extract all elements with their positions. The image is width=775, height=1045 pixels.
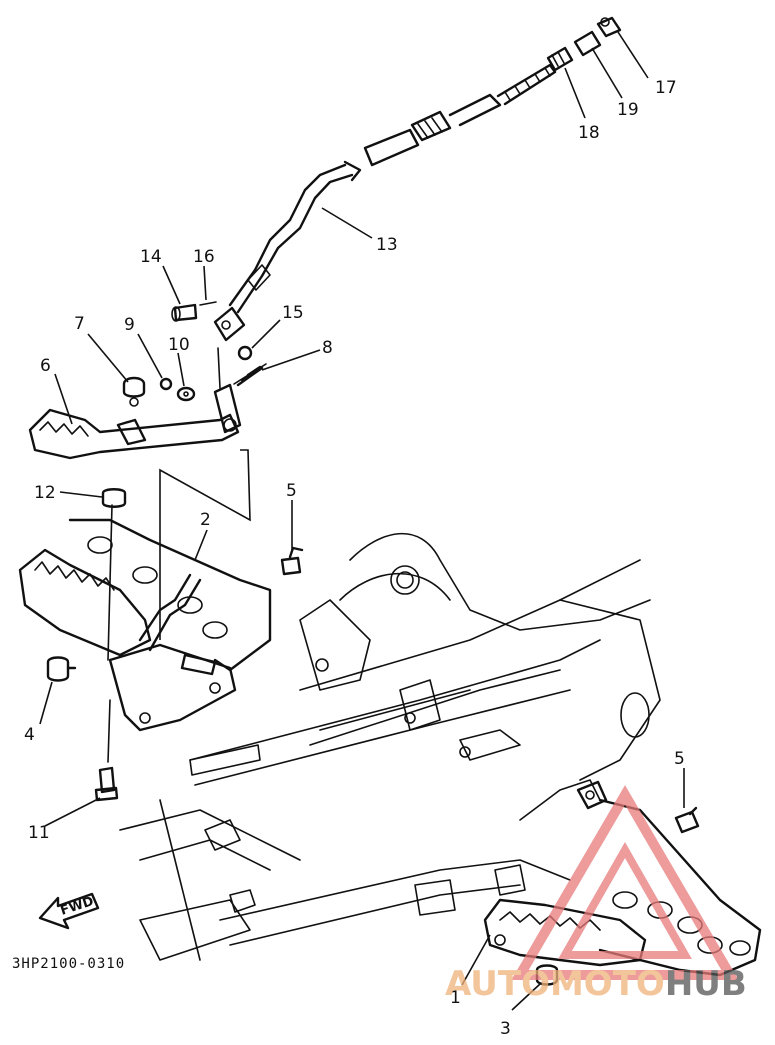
callout-8: 8 — [322, 338, 333, 358]
callout-18: 18 — [578, 123, 600, 143]
fwd-arrow: FWD — [38, 892, 100, 930]
callout-3: 3 — [500, 1019, 511, 1039]
watermark-triangle — [511, 785, 739, 980]
reference-lines — [159, 449, 251, 640]
callout-14: 14 — [140, 247, 162, 267]
callout-2: 2 — [200, 510, 211, 530]
watermark-text-part1: AUTOMOTO — [445, 964, 665, 1004]
callout-9: 9 — [124, 315, 135, 335]
callout-10: 10 — [168, 335, 190, 355]
watermark-text-part2: HUB — [665, 964, 747, 1004]
callout-5-right: 5 — [674, 749, 685, 769]
watermark-triangle-inner — [558, 841, 692, 959]
callout-17: 17 — [655, 78, 677, 98]
callout-16: 16 — [193, 247, 215, 267]
brake-pedal — [28, 347, 242, 460]
callout-labels: 17 19 18 13 14 16 15 8 7 9 10 6 12 5 2 4… — [24, 78, 685, 1039]
callout-1: 1 — [450, 988, 461, 1008]
callout-6: 6 — [40, 356, 51, 376]
left-footrest-bracket — [18, 488, 304, 802]
callout-7: 7 — [74, 314, 85, 334]
callout-19: 19 — [617, 100, 639, 120]
drawing-code: 3HP2100-0310 — [12, 956, 125, 972]
callout-15: 15 — [282, 303, 304, 323]
clevis-assembly — [171, 301, 267, 387]
brake-cable — [228, 16, 622, 314]
watermark: AUTOMOTOHUB — [445, 785, 747, 1004]
callout-5-left: 5 — [286, 481, 297, 501]
callout-4: 4 — [24, 725, 35, 745]
callout-13: 13 — [376, 235, 398, 255]
leader-lines — [39, 31, 685, 1011]
callout-11: 11 — [28, 823, 50, 843]
frame — [119, 532, 661, 961]
watermark-text-auto: AUTOMOTOHUB — [445, 964, 747, 1004]
callout-12: 12 — [34, 483, 56, 503]
